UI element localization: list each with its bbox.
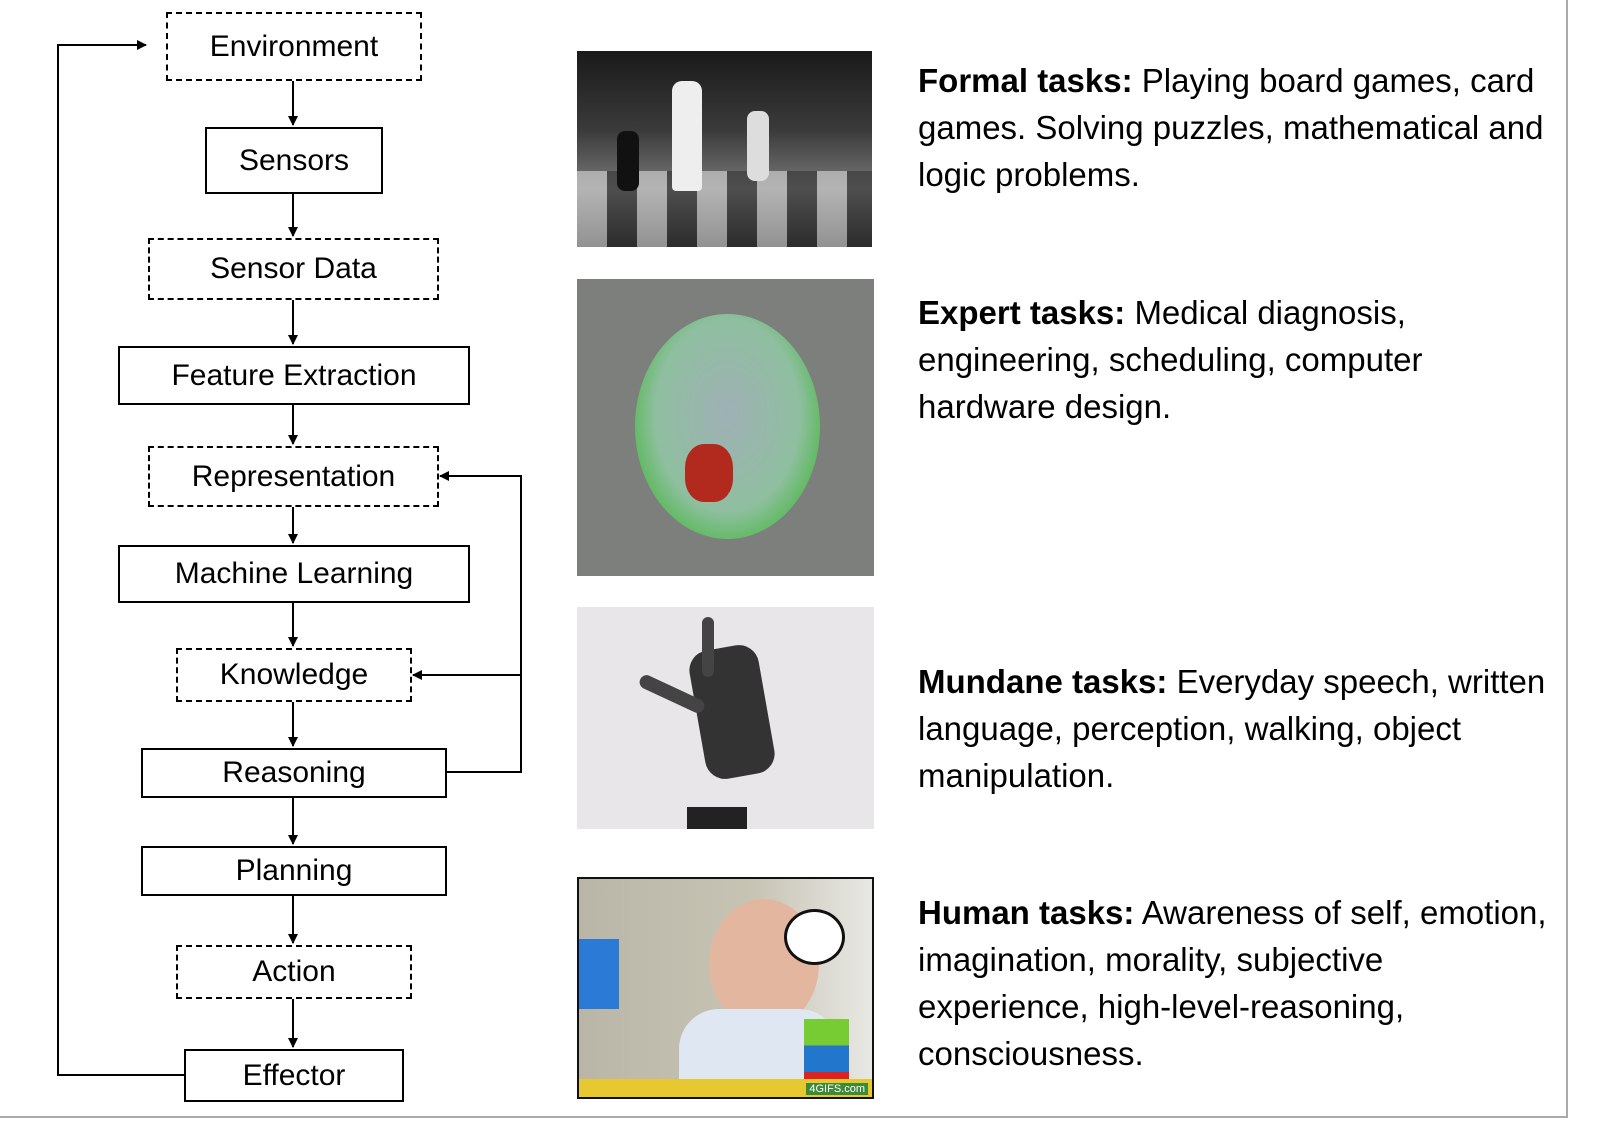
node-machine-learning: Machine Learning [118,545,470,603]
task-human: Human tasks: Awareness of self, emotion,… [918,889,1558,1077]
node-planning: Planning [141,846,447,896]
task-expert: Expert tasks: Medical diagnosis, enginee… [918,289,1558,430]
brain-scan-image [577,279,874,576]
node-sensor-data: Sensor Data [148,238,439,300]
task-mundane: Mundane tasks: Everyday speech, written … [918,658,1558,799]
node-feature-extraction: Feature Extraction [118,346,470,405]
task-title: Formal tasks: [918,62,1133,99]
node-effector: Effector [184,1049,404,1102]
node-action: Action [176,945,412,999]
task-description: Awareness of self, emotion, imagination,… [918,894,1547,1072]
task-formal: Formal tasks: Playing board games, card … [918,57,1558,198]
baby-photo: 4GIFS.com [577,877,874,1099]
watermark: 4GIFS.com [806,1083,868,1095]
arrow-reasoning-representation [439,471,522,773]
node-reasoning: Reasoning [141,748,447,798]
chess-photo [577,51,872,247]
task-description: Playing board games, card games. Solving… [918,62,1544,193]
node-sensors: Sensors [205,127,383,194]
robot-hand-photo [577,607,874,829]
node-knowledge: Knowledge [176,648,412,702]
task-description: Everyday speech, written language, perce… [918,663,1546,794]
task-description: Medical diagnosis, engineering, scheduli… [918,294,1423,425]
arrow-effector-environment-loop [57,40,184,1076]
slide-frame [0,0,1568,1118]
task-title: Mundane tasks: [918,663,1168,700]
node-environment: Environment [166,12,422,81]
task-title: Human tasks: [918,894,1135,931]
task-title: Expert tasks: [918,294,1126,331]
node-representation: Representation [148,446,439,507]
